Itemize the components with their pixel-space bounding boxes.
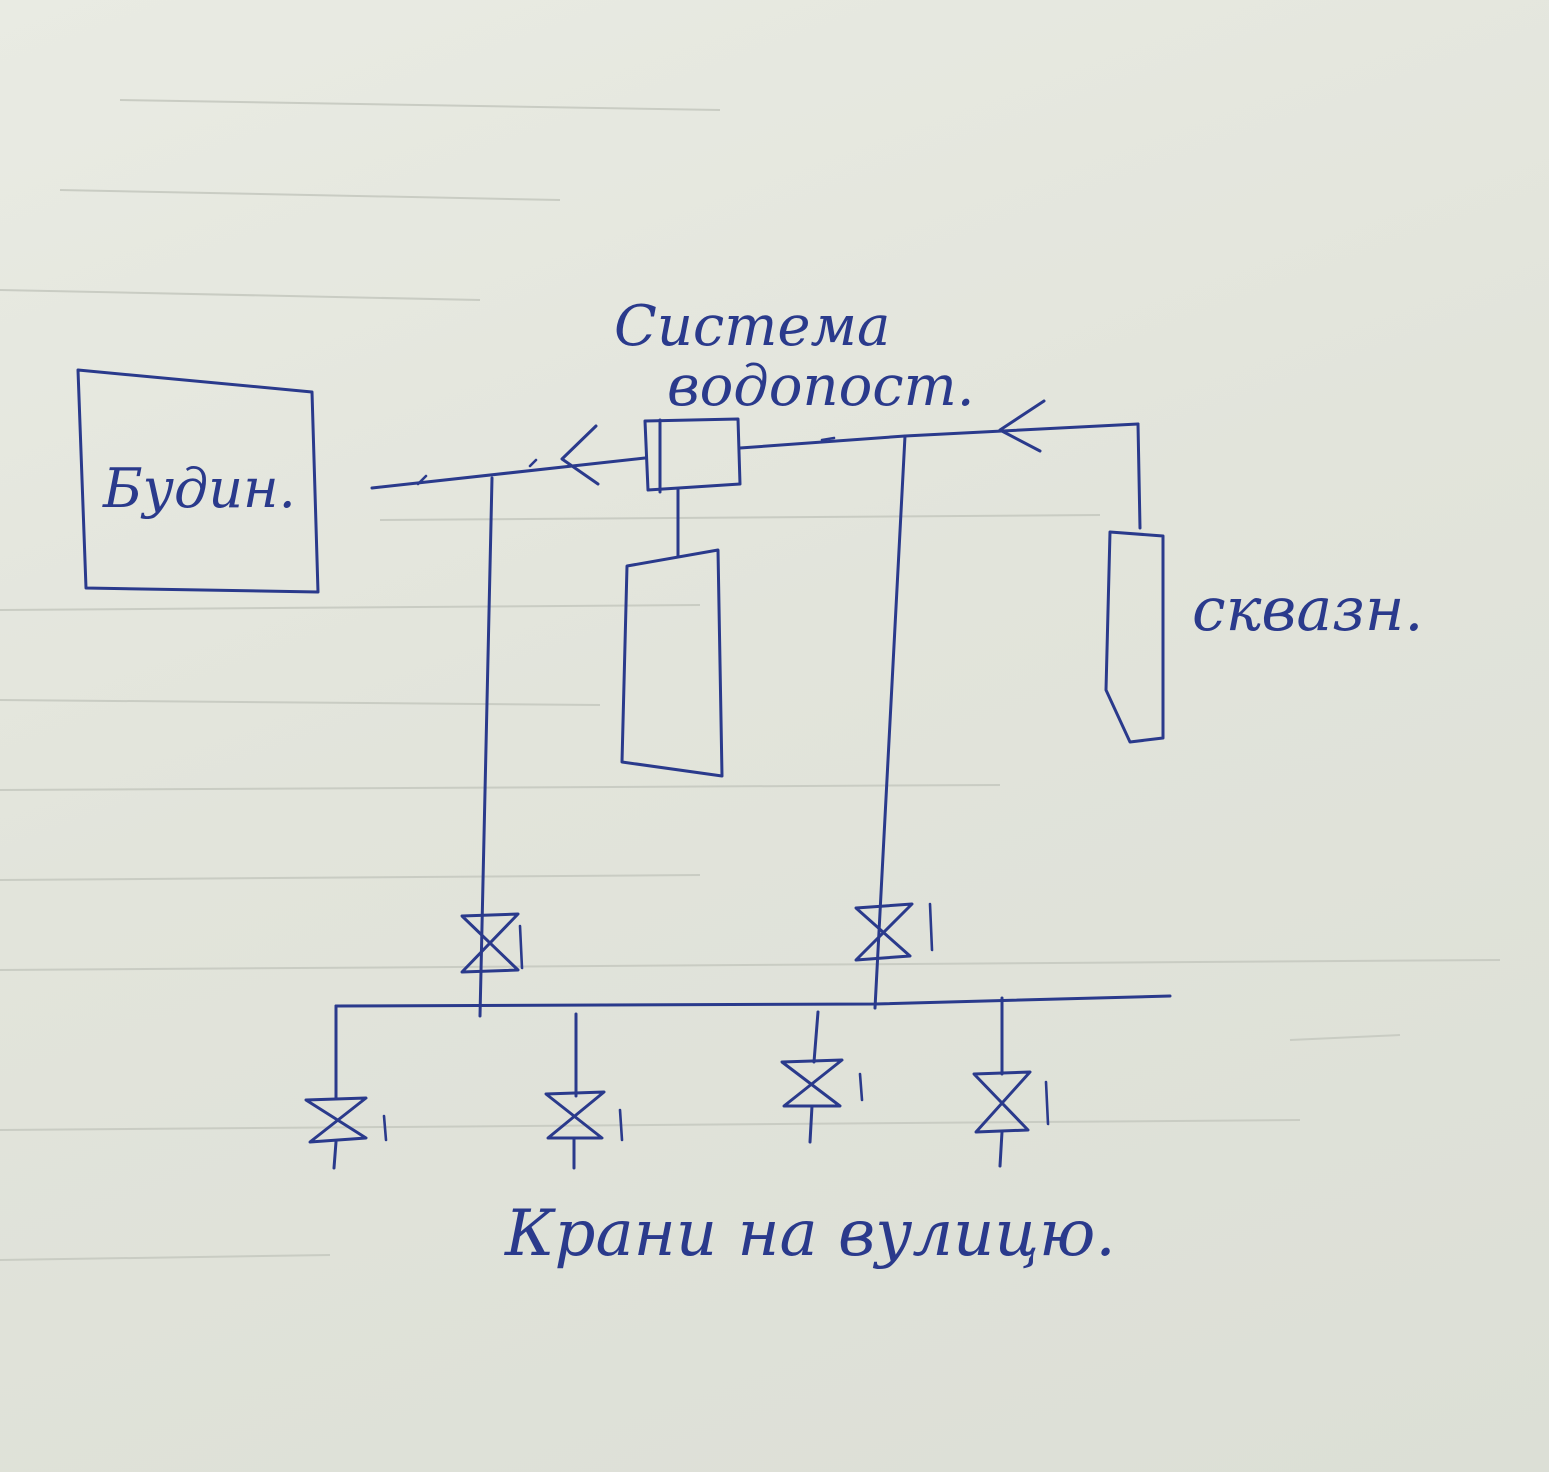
system-box [643,417,742,492]
water-system-unit: Система водопост. [614,294,975,778]
outdoor-tap-1 [304,1004,388,1170]
taps-label: Крани на вулицю. [504,1197,1116,1271]
storage-tank [620,548,724,778]
outdoor-tap-4 [972,996,1050,1168]
risers [478,434,907,1018]
distribution-header [334,994,1172,1008]
outdoor-tap-2 [544,1012,624,1170]
building-outline [76,368,320,594]
main-pipe-left [370,424,647,490]
flow-arrow-to-building [560,424,600,486]
building-label: Будин. [102,457,296,520]
well-supply-pipe: сквазн. [738,399,1423,744]
building-block: Будин. [76,368,320,594]
system-label-line2: водопост. [667,354,975,419]
system-label-line1: Система [614,294,890,359]
well-label: сквазн. [1192,575,1423,645]
riser-valve-right [854,902,934,962]
outdoor-tap-3 [780,1010,864,1144]
well-casing [1104,530,1165,744]
riser-valve-left [460,912,524,974]
show-through-lines [0,99,1501,1261]
flow-arrow-from-well [998,399,1046,453]
